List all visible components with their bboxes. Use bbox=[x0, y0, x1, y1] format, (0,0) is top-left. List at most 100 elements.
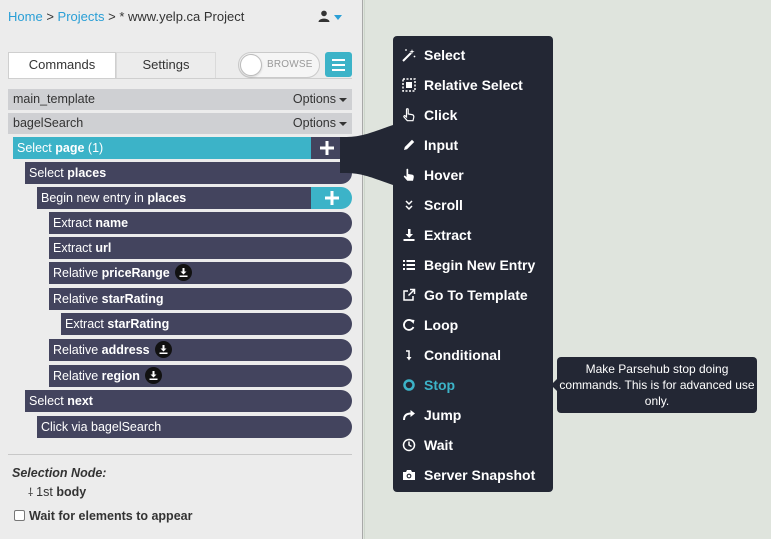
caret-down-icon bbox=[339, 97, 347, 102]
menu-item-click[interactable]: Click bbox=[393, 100, 553, 130]
user-menu[interactable] bbox=[318, 9, 344, 25]
menu-item-label: Select bbox=[424, 47, 466, 63]
selection-node-tag: body bbox=[56, 485, 87, 499]
breadcrumb-project: * www.yelp.ca Project bbox=[119, 9, 245, 24]
tab-commands[interactable]: Commands bbox=[8, 52, 116, 78]
menu-item-relative-select[interactable]: Relative Select bbox=[393, 70, 553, 100]
menu-item-input[interactable]: Input bbox=[393, 130, 553, 160]
command-prefix: Relative bbox=[53, 292, 99, 306]
relative-select-icon bbox=[401, 78, 417, 92]
hamburger-icon-bar bbox=[332, 69, 345, 71]
command-prefix: Begin new entry in bbox=[41, 191, 144, 205]
hamburger-icon bbox=[332, 59, 345, 61]
breadcrumb-projects[interactable]: Projects bbox=[57, 9, 105, 24]
template-row-bagelsearch[interactable]: bagelSearch Options bbox=[8, 113, 352, 134]
tab-settings[interactable]: Settings bbox=[116, 52, 216, 78]
wait-checkbox-label: Wait for elements to appear bbox=[29, 509, 193, 523]
menu-item-label: Loop bbox=[424, 317, 459, 333]
menu-item-label: Stop bbox=[424, 377, 456, 393]
list-icon bbox=[401, 258, 417, 272]
template-options-dropdown[interactable]: Options bbox=[293, 116, 347, 130]
add-command-button[interactable] bbox=[311, 187, 352, 209]
menu-item-stop[interactable]: Stop bbox=[393, 370, 553, 400]
template-row-main[interactable]: main_template Options bbox=[8, 89, 352, 110]
chevron-down-icon bbox=[334, 15, 342, 20]
command-select-places[interactable]: Select places bbox=[25, 162, 352, 184]
double-chevron-down-icon bbox=[401, 198, 417, 212]
popup-connector bbox=[340, 125, 393, 185]
plus-icon bbox=[324, 191, 339, 205]
template-name: bagelSearch bbox=[13, 116, 84, 130]
menu-item-label: Server Snapshot bbox=[424, 467, 536, 483]
section-divider bbox=[8, 454, 352, 455]
command-extract-starrating[interactable]: Extract starRating bbox=[61, 313, 352, 335]
menu-item-scroll[interactable]: Scroll bbox=[393, 190, 553, 220]
command-prefix: Click via bagelSearch bbox=[41, 420, 162, 434]
breadcrumb-separator: > bbox=[108, 9, 116, 24]
menu-item-conditional[interactable]: Conditional bbox=[393, 340, 553, 370]
menu-item-begin-new-entry[interactable]: Begin New Entry bbox=[393, 250, 553, 280]
command-relative-pricerange[interactable]: Relative priceRange bbox=[49, 262, 352, 284]
menu-item-hover[interactable]: Hover bbox=[393, 160, 553, 190]
command-extract-name[interactable]: Extract name bbox=[49, 212, 352, 234]
conditional-arrow-icon bbox=[401, 348, 417, 362]
menu-item-go-to-template[interactable]: Go To Template bbox=[393, 280, 553, 310]
add-command-button[interactable] bbox=[311, 137, 343, 159]
command-target: url bbox=[95, 241, 112, 255]
command-target: name bbox=[95, 216, 129, 230]
command-prefix: Relative bbox=[53, 343, 99, 357]
command-select-next[interactable]: Select next bbox=[25, 390, 352, 412]
command-prefix: Select bbox=[29, 394, 64, 408]
menu-item-extract[interactable]: Extract bbox=[393, 220, 553, 250]
command-click-via-bagelsearch[interactable]: Click via bagelSearch bbox=[37, 416, 352, 438]
menu-item-label: Scroll bbox=[424, 197, 463, 213]
command-prefix: Extract bbox=[53, 241, 92, 255]
download-icon bbox=[401, 228, 417, 242]
wait-checkbox[interactable] bbox=[14, 510, 25, 521]
command-target: places bbox=[147, 191, 187, 205]
menu-item-jump[interactable]: Jump bbox=[393, 400, 553, 430]
menu-item-label: Begin New Entry bbox=[424, 257, 536, 273]
command-suffix: (1) bbox=[87, 141, 104, 155]
selection-node-value[interactable]: ⸸1st body bbox=[28, 485, 86, 500]
download-icon[interactable] bbox=[144, 367, 162, 385]
command-prefix: Extract bbox=[53, 216, 92, 230]
command-extract-url[interactable]: Extract url bbox=[49, 237, 352, 259]
template-options-dropdown[interactable]: Options bbox=[293, 92, 347, 106]
selection-node-ordinal: 1st bbox=[36, 485, 53, 499]
wait-for-elements-option[interactable]: Wait for elements to appear bbox=[14, 509, 192, 523]
command-relative-region[interactable]: Relative region bbox=[49, 365, 352, 387]
camera-icon bbox=[401, 468, 417, 482]
download-icon[interactable] bbox=[154, 341, 172, 359]
pencil-icon bbox=[401, 138, 417, 152]
breadcrumb-home[interactable]: Home bbox=[8, 9, 43, 24]
command-target: places bbox=[67, 166, 107, 180]
command-target: starRating bbox=[107, 317, 170, 331]
hover-hand-icon bbox=[401, 168, 417, 182]
command-target: priceRange bbox=[101, 266, 170, 280]
menu-item-label: Go To Template bbox=[424, 287, 528, 303]
command-target: address bbox=[101, 343, 150, 357]
menu-item-loop[interactable]: Loop bbox=[393, 310, 553, 340]
hamburger-menu-button[interactable] bbox=[325, 52, 352, 77]
menu-item-label: Jump bbox=[424, 407, 462, 423]
browse-toggle[interactable]: BROWSE bbox=[238, 52, 320, 78]
breadcrumb-separator: > bbox=[46, 9, 54, 24]
command-select-page[interactable]: Select page (1) bbox=[13, 137, 311, 159]
command-menu: Select Relative Select Click Input Hover… bbox=[393, 36, 553, 492]
stop-icon bbox=[401, 378, 417, 392]
toggle-knob bbox=[240, 54, 262, 76]
menu-item-wait[interactable]: Wait bbox=[393, 430, 553, 460]
menu-item-select[interactable]: Select bbox=[393, 40, 553, 70]
tabs-divider bbox=[8, 78, 352, 79]
menu-item-label: Click bbox=[424, 107, 458, 123]
command-prefix: Select bbox=[29, 166, 64, 180]
menu-item-server-snapshot[interactable]: Server Snapshot bbox=[393, 460, 553, 490]
command-begin-new-entry[interactable]: Begin new entry in places bbox=[37, 187, 311, 209]
magic-wand-icon bbox=[401, 48, 417, 62]
command-relative-address[interactable]: Relative address bbox=[49, 339, 352, 361]
jump-arrow-icon bbox=[401, 408, 417, 422]
command-relative-starrating[interactable]: Relative starRating bbox=[49, 288, 352, 310]
download-icon[interactable] bbox=[174, 264, 192, 282]
tooltip-arrow bbox=[551, 379, 557, 391]
